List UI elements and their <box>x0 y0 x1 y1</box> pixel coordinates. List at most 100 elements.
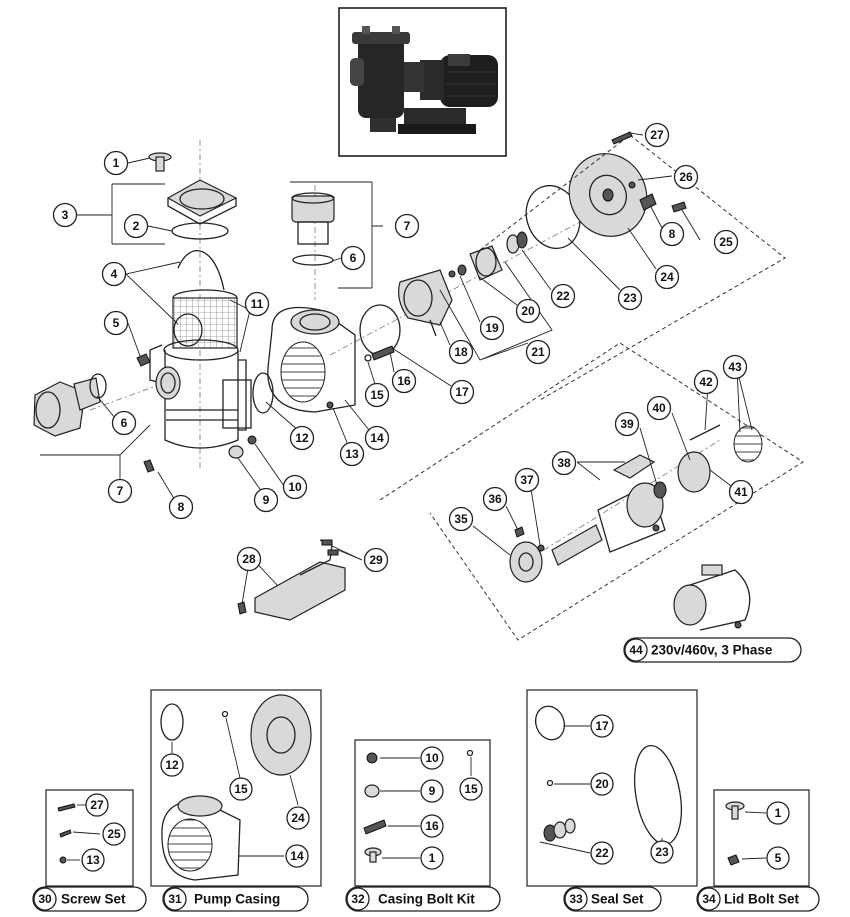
callout-28: 28 <box>236 546 262 572</box>
kit-callout-27: 27 <box>85 793 109 817</box>
kit-callout-20: 20 <box>590 772 614 796</box>
callout-43: 43 <box>722 354 748 380</box>
callout-11: 11 <box>244 291 270 317</box>
callout-39: 39 <box>614 411 640 437</box>
svg-text:26: 26 <box>679 170 693 184</box>
svg-text:18: 18 <box>454 345 468 359</box>
callout-29: 29 <box>363 547 389 573</box>
complete-motor <box>673 564 751 631</box>
callout-4: 4 <box>101 261 127 287</box>
callout-37: 37 <box>514 467 540 493</box>
pump-base <box>237 539 346 621</box>
callout-16: 16 <box>391 368 417 394</box>
svg-text:38: 38 <box>557 456 571 470</box>
kit-callout-25: 25 <box>102 822 126 846</box>
kit-callout-17: 17 <box>590 714 614 738</box>
callout-25: 25 <box>713 229 739 255</box>
svg-text:5: 5 <box>113 316 120 330</box>
callout-12: 12 <box>289 425 315 451</box>
callout-18: 18 <box>448 339 474 365</box>
kit-callout-1: 1 <box>420 846 444 870</box>
kit-callout-1b: 1 <box>766 801 790 825</box>
pump-casing <box>252 304 401 414</box>
callout-17: 17 <box>449 379 475 405</box>
callout-3: 3 <box>52 202 78 228</box>
kit-label-32: 32 Casing Bolt Kit <box>345 886 501 912</box>
svg-text:15: 15 <box>464 782 478 796</box>
callout-5: 5 <box>103 310 129 336</box>
svg-text:24: 24 <box>660 270 674 284</box>
svg-text:14: 14 <box>290 849 304 863</box>
callout-20: 20 <box>515 298 541 324</box>
svg-text:10: 10 <box>425 751 439 765</box>
svg-text:1: 1 <box>429 851 436 865</box>
callout-7b: 7 <box>107 478 133 504</box>
svg-text:13: 13 <box>86 853 100 867</box>
svg-text:16: 16 <box>425 819 439 833</box>
svg-text:8: 8 <box>178 500 185 514</box>
kit-boxes <box>45 689 810 887</box>
callout-23: 23 <box>617 285 643 311</box>
kit-callout-5: 5 <box>766 846 790 870</box>
svg-text:23: 23 <box>623 291 637 305</box>
callout-8b: 8 <box>659 221 685 247</box>
svg-text:16: 16 <box>397 374 411 388</box>
callout-21: 21 <box>525 339 551 365</box>
svg-text:33: 33 <box>569 892 583 906</box>
kit-callout-16: 16 <box>420 814 444 838</box>
kit-label-34: 34 Lid Bolt Set <box>696 886 820 912</box>
svg-text:10: 10 <box>288 480 302 494</box>
svg-text:2: 2 <box>133 219 140 233</box>
kit-callout-24: 24 <box>286 806 310 830</box>
kit-callout-14: 14 <box>285 844 309 868</box>
svg-text:39: 39 <box>620 417 634 431</box>
svg-text:1: 1 <box>113 156 120 170</box>
svg-text:20: 20 <box>521 304 535 318</box>
callout-2: 2 <box>123 213 149 239</box>
svg-text:1: 1 <box>775 806 782 820</box>
svg-text:15: 15 <box>234 782 248 796</box>
svg-text:41: 41 <box>734 485 748 499</box>
svg-text:Pump Casing: Pump Casing <box>194 892 280 907</box>
bracket-flange <box>568 131 687 237</box>
callout-41: 41 <box>728 479 754 505</box>
svg-text:37: 37 <box>520 473 534 487</box>
svg-text:43: 43 <box>728 360 742 374</box>
pump-photo <box>338 7 507 157</box>
svg-text:Seal Set: Seal Set <box>591 892 644 907</box>
callout-26: 26 <box>673 164 699 190</box>
svg-text:25: 25 <box>719 235 733 249</box>
svg-text:6: 6 <box>350 251 357 265</box>
svg-text:40: 40 <box>652 401 666 415</box>
svg-text:27: 27 <box>90 798 104 812</box>
svg-text:8: 8 <box>669 227 676 241</box>
svg-text:31: 31 <box>168 892 182 906</box>
svg-text:7: 7 <box>404 219 411 233</box>
motor-assembly <box>509 424 763 583</box>
svg-text:36: 36 <box>488 492 502 506</box>
kit-callout-12: 12 <box>160 753 184 777</box>
svg-text:21: 21 <box>531 345 545 359</box>
callout-35: 35 <box>448 506 474 532</box>
svg-text:44: 44 <box>629 643 643 657</box>
kit-label-33: 33 Seal Set <box>563 886 662 912</box>
callout-24: 24 <box>654 264 680 290</box>
kit-callout-10: 10 <box>420 746 444 770</box>
callout-14: 14 <box>364 425 390 451</box>
svg-text:11: 11 <box>251 297 264 311</box>
svg-text:32: 32 <box>351 892 365 906</box>
svg-text:29: 29 <box>369 553 383 567</box>
svg-text:14: 14 <box>370 431 384 445</box>
callout-9: 9 <box>253 487 279 513</box>
kit-callout-9: 9 <box>420 779 444 803</box>
callout-38: 38 <box>551 450 577 476</box>
svg-text:230v/460v, 3 Phase: 230v/460v, 3 Phase <box>651 643 773 658</box>
callout-36: 36 <box>482 486 508 512</box>
kit-callout-15b: 15 <box>459 777 483 801</box>
svg-text:28: 28 <box>242 552 256 566</box>
svg-text:9: 9 <box>263 493 270 507</box>
kit-label-44: 44 230v/460v, 3 Phase <box>623 637 802 663</box>
svg-text:20: 20 <box>595 777 609 791</box>
svg-text:5: 5 <box>775 851 782 865</box>
